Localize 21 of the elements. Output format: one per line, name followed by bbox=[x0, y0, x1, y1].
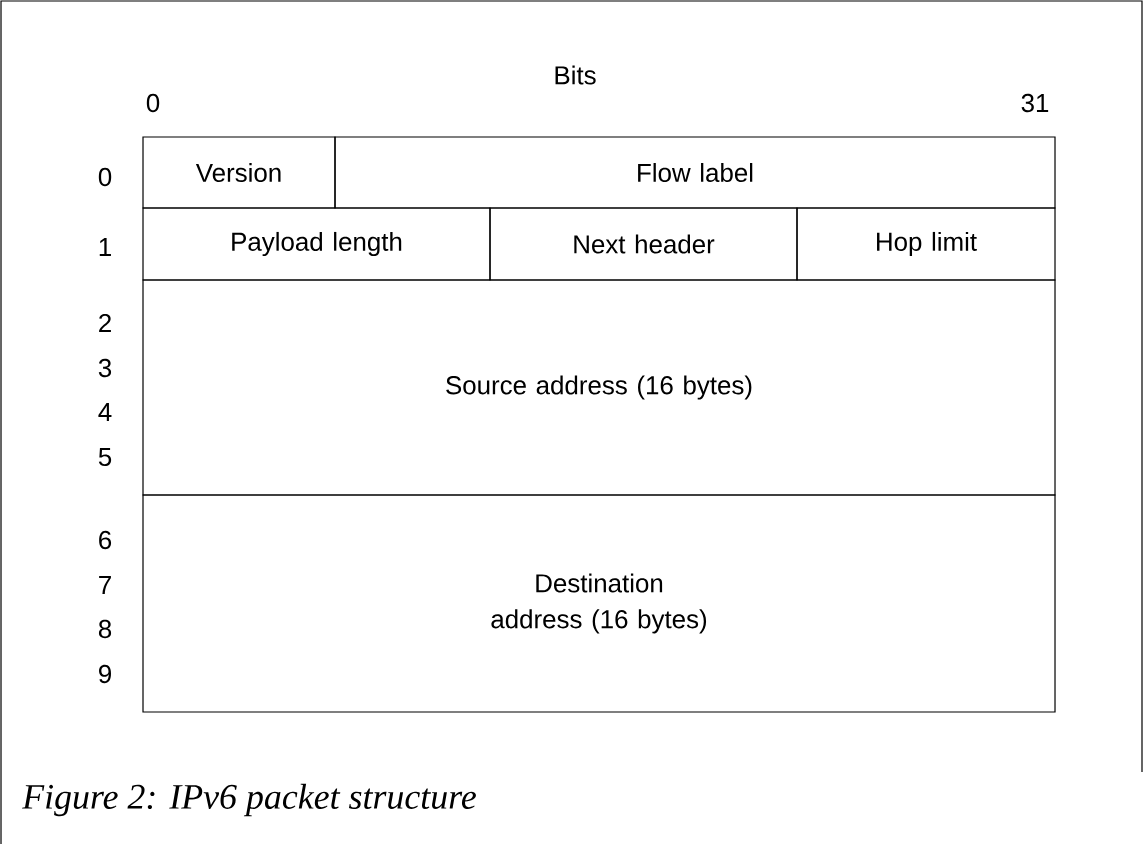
row-number: 3 bbox=[98, 358, 112, 378]
row-number: 8 bbox=[98, 619, 112, 639]
field-cell: Payload length bbox=[142, 207, 491, 281]
bit-number: 31 bbox=[1021, 93, 1049, 113]
field-cell: Hop limit bbox=[796, 207, 1056, 281]
field-cell: Flow label bbox=[334, 136, 1056, 209]
field-cell: Source address (16 bytes) bbox=[142, 279, 1056, 496]
figure-caption: Figure 2: IPv6 packet structure bbox=[22, 783, 476, 817]
field-cell: Destination address (16 bytes) bbox=[142, 494, 1056, 713]
bit-number: 0 bbox=[146, 93, 160, 113]
field-cell: Next header bbox=[489, 207, 798, 281]
row-number: 1 bbox=[99, 238, 111, 256]
row-number: 9 bbox=[99, 664, 111, 684]
axis-label: Bits bbox=[555, 65, 596, 85]
row-number: 6 bbox=[99, 530, 112, 550]
row-number: 2 bbox=[99, 313, 111, 333]
row-number: 0 bbox=[98, 167, 112, 187]
row-number: 4 bbox=[98, 403, 112, 421]
row-number: 5 bbox=[98, 447, 112, 467]
row-number: 7 bbox=[99, 576, 111, 594]
field-cell: Version bbox=[142, 136, 336, 209]
